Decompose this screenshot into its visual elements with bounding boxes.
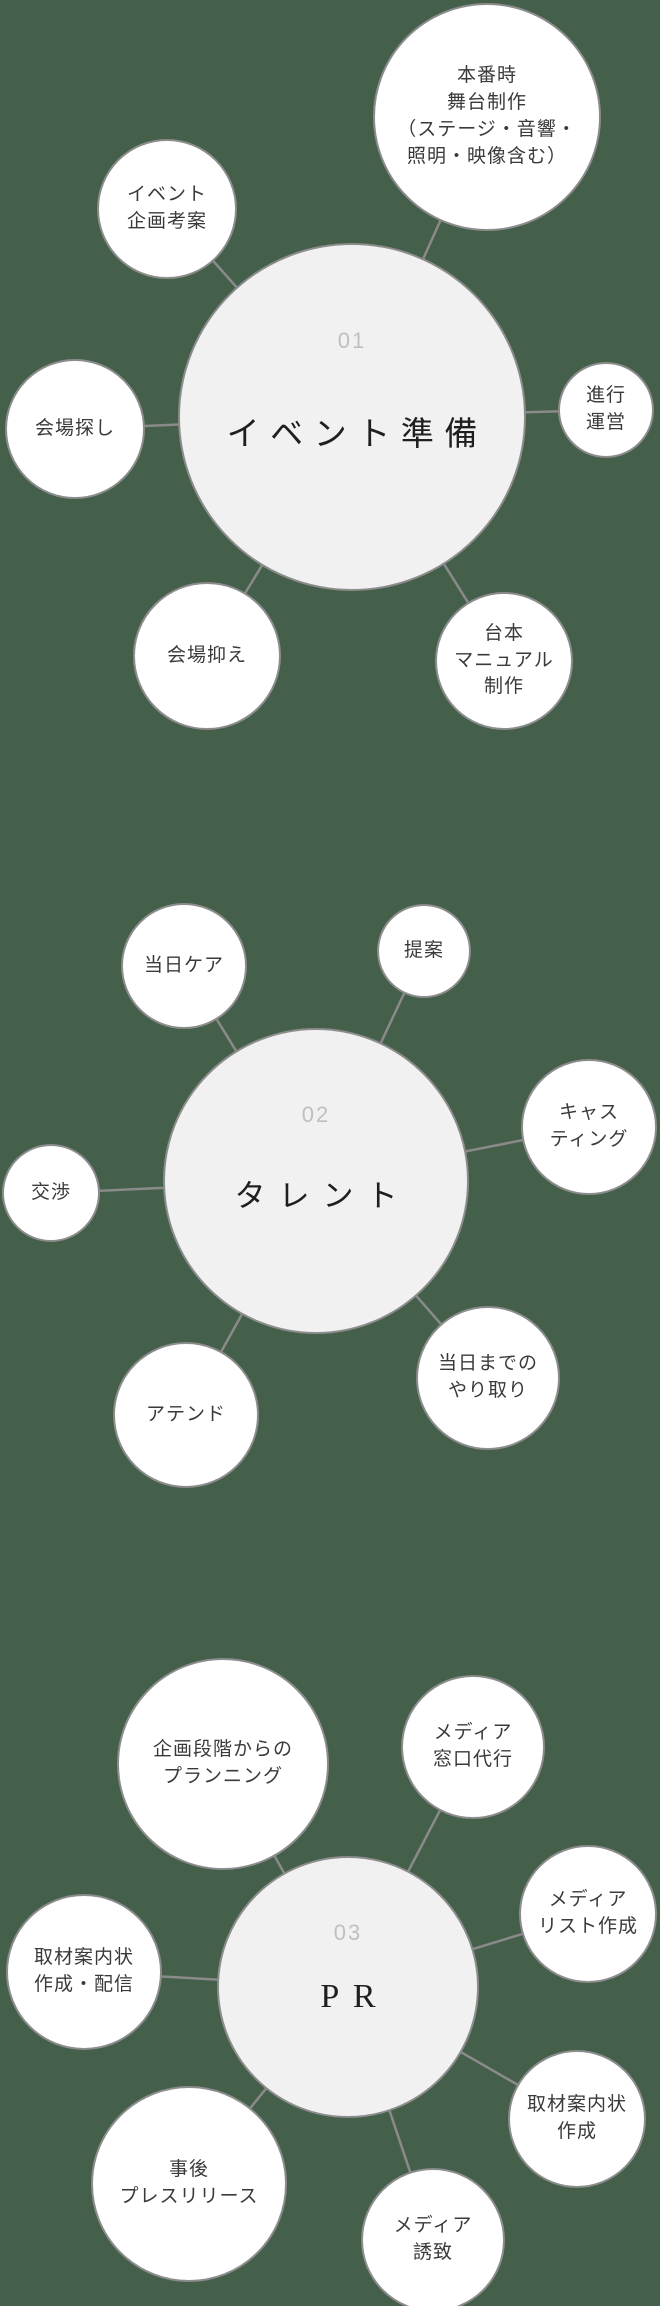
satellite-negotiation: 交渉 xyxy=(2,1144,100,1242)
satellite-day-care: 当日ケア xyxy=(121,903,247,1029)
satellite-media-list-creation: メディア リスト作成 xyxy=(519,1845,657,1983)
satellite-proposal: 提案 xyxy=(377,904,471,998)
satellite-label: イベント 企画考案 xyxy=(126,184,207,232)
satellite-planning-from-concept: 企画段階からの プランニング xyxy=(117,1658,329,1870)
hub-title-talent: タレント xyxy=(234,1178,411,1214)
satellite-media-attraction: メディア 誘致 xyxy=(361,2168,505,2306)
satellite-invitation-distribution: 取材案内状 作成・配信 xyxy=(6,1894,162,2050)
hub-number-02: 02 xyxy=(301,1102,331,1128)
satellite-label: 会場探し xyxy=(34,417,115,439)
satellite-label: 取材案内状 作成・配信 xyxy=(33,1947,134,1995)
satellite-label: 当日までの やり取り xyxy=(437,1353,538,1401)
satellite-label: メディア 窓口代行 xyxy=(432,1722,513,1770)
hub-talent: 02 タレント xyxy=(163,1028,469,1334)
satellite-label: 交渉 xyxy=(30,1181,71,1203)
satellite-venue-search: 会場探し xyxy=(5,359,145,499)
hub-title-pr: PR xyxy=(320,1978,390,2016)
satellite-label: 進行 運営 xyxy=(585,385,626,433)
satellite-operation: 進行 運営 xyxy=(558,362,654,458)
hub-title-event-preparation: イベント準備 xyxy=(226,416,488,453)
satellite-label: 会場抑え xyxy=(166,644,247,666)
satellite-event-planning: イベント 企画考案 xyxy=(97,139,237,279)
satellite-label: 本番時 舞台制作 （ステージ・音響・ 照明・映像含む） xyxy=(397,65,577,167)
satellite-label: 当日ケア xyxy=(143,954,224,976)
satellite-casting: キャス ティング xyxy=(521,1059,657,1195)
satellite-invitation-creation: 取材案内状 作成 xyxy=(508,2050,646,2188)
satellite-media-contact-agency: メディア 窓口代行 xyxy=(401,1675,545,1819)
hub-number-03: 03 xyxy=(333,1919,363,1945)
satellite-label: 企画段階からの プランニング xyxy=(152,1739,293,1787)
hub-number-01: 01 xyxy=(337,327,367,353)
satellite-post-press-release: 事後 プレスリリース xyxy=(91,2086,287,2282)
satellite-label: メディア 誘致 xyxy=(393,2215,473,2263)
satellite-label: アテンド xyxy=(145,1403,226,1425)
satellite-script-manual: 台本 マニュアル 制作 xyxy=(435,592,573,730)
satellite-label: 取材案内状 作成 xyxy=(526,2094,627,2142)
satellite-label: 事後 プレスリリース xyxy=(119,2159,259,2207)
satellite-label: 提案 xyxy=(403,939,444,961)
satellite-stage-production: 本番時 舞台制作 （ステージ・音響・ 照明・映像含む） xyxy=(373,3,601,231)
satellite-attend: アテンド xyxy=(113,1342,259,1488)
hub-pr: 03 PR xyxy=(217,1856,479,2118)
hub-event-preparation: 01 イベント準備 xyxy=(178,243,526,591)
satellite-label: キャス ティング xyxy=(549,1102,629,1150)
satellite-label: 台本 マニュアル 制作 xyxy=(454,622,554,698)
satellite-pre-day-communication: 当日までの やり取り xyxy=(416,1306,560,1450)
satellite-venue-booking: 会場抑え xyxy=(133,582,281,730)
satellite-label: メディア リスト作成 xyxy=(537,1889,638,1937)
